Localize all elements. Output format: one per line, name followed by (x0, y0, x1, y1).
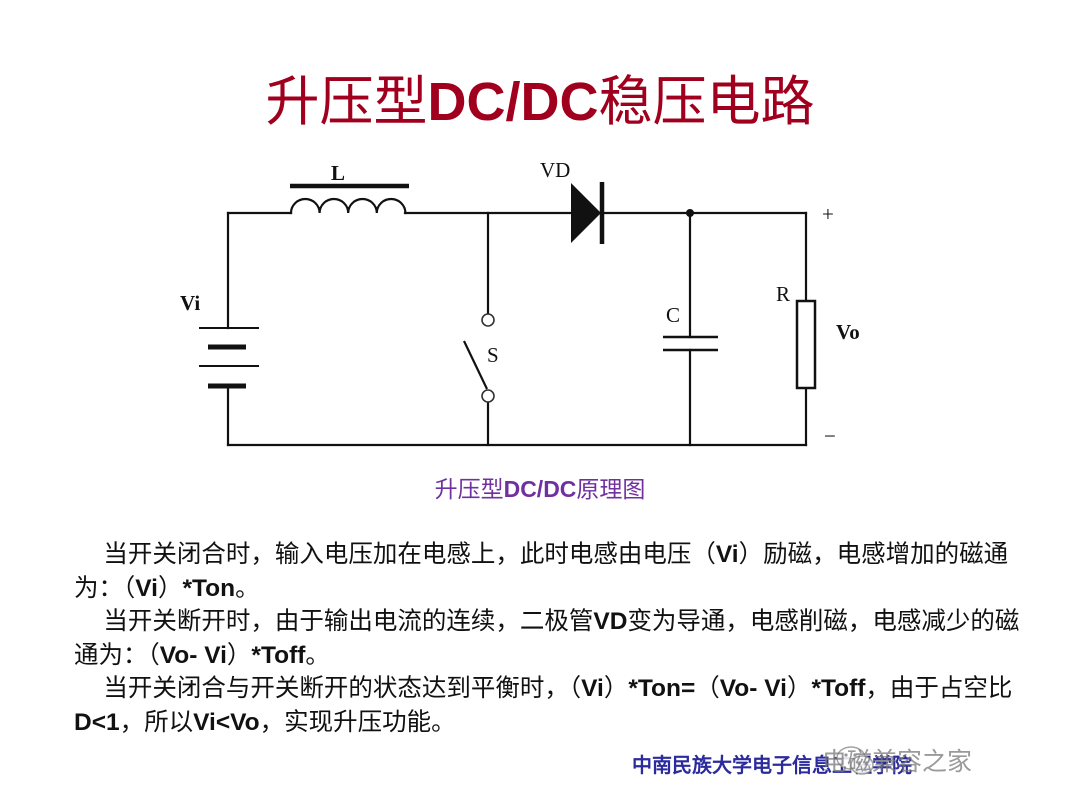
diagram-caption: 升压型DC/DC原理图 (0, 474, 1080, 505)
paragraph-switch-closed: 当开关闭合时，输入电压加在电感上，此时电感由电压（Vi）励磁，电感增加的磁通为：… (74, 538, 1034, 605)
switch-terminal-bottom (481, 389, 495, 403)
label-minus: − (824, 424, 836, 448)
label-capacitor: C (666, 303, 680, 327)
title-latin: DC/DC (427, 72, 599, 132)
caption-prefix: 升压型 (434, 477, 504, 503)
text: 变为导通，电感削磁，电感减少的磁通为：（ (74, 606, 1020, 669)
term: *Ton (182, 574, 236, 602)
text: ）励磁，电感增加的磁通为：（ (74, 539, 1009, 602)
junction-dot (686, 209, 694, 217)
term: Vi<Vo (193, 708, 260, 736)
text: ） (786, 673, 812, 702)
text: ，所以 (119, 706, 194, 736)
text: ） (157, 572, 183, 602)
text: 。 (235, 572, 260, 602)
text: 当开关闭合与开关断开的状态达到平衡时，（ (103, 673, 582, 702)
label-output: Vo (836, 320, 860, 344)
text: （ (695, 673, 720, 702)
switch-terminal-top (481, 313, 495, 327)
term: Vo- Vi (159, 641, 227, 669)
diode-triangle (571, 183, 601, 243)
text: ） (603, 673, 629, 702)
text: ） (226, 639, 252, 669)
term: Vo- Vi (719, 675, 787, 702)
label-source: Vi (180, 291, 200, 315)
watermark-text: 电磁兼容之家 (822, 747, 973, 776)
label-resistor: R (776, 282, 790, 306)
caption-suffix: 原理图 (576, 477, 646, 503)
text: ，实现升压功能。 (259, 706, 456, 736)
caption-latin: DC/DC (503, 476, 577, 502)
term: D<1 (74, 708, 120, 736)
explanation-text: 当开关闭合时，输入电压加在电感上，此时电感由电压（Vi）励磁，电感增加的磁通为：… (74, 538, 1034, 739)
term: *Toff (811, 675, 866, 702)
slide-title: 升压型DC/DC稳压电路 (0, 66, 1080, 138)
text: ，由于占空比 (865, 673, 1013, 702)
inductor-coil (289, 197, 407, 215)
paragraph-switch-open: 当开关断开时，由于输出电流的连续，二极管VD变为导通，电感削磁，电感减少的磁通为… (74, 605, 1034, 672)
title-suffix: 稳压电路 (598, 70, 815, 133)
term: Vi (715, 541, 739, 568)
label-switch: S (487, 343, 499, 367)
label-plus: + (822, 202, 834, 226)
term: Vi (581, 675, 604, 702)
text: 。 (305, 639, 330, 669)
label-diode: VD (540, 158, 570, 182)
text: 当开关断开时，由于输出电流的连续，二极管 (103, 606, 594, 635)
paragraph-balance: 当开关闭合与开关断开的状态达到平衡时，（Vi）*Ton=（Vo- Vi）*Tof… (74, 672, 1034, 739)
switch-blade (463, 340, 488, 390)
wechat-icon (836, 746, 874, 775)
term: *Ton= (628, 675, 696, 702)
term: Vi (135, 574, 158, 602)
term: *Toff (251, 641, 306, 669)
label-inductor: L (331, 161, 345, 185)
title-prefix: 升压型 (265, 70, 428, 133)
term: VD (593, 608, 628, 635)
resistor-body (795, 299, 817, 390)
text: 当开关闭合时，输入电压加在电感上，此时电感由电压（ (103, 539, 716, 568)
